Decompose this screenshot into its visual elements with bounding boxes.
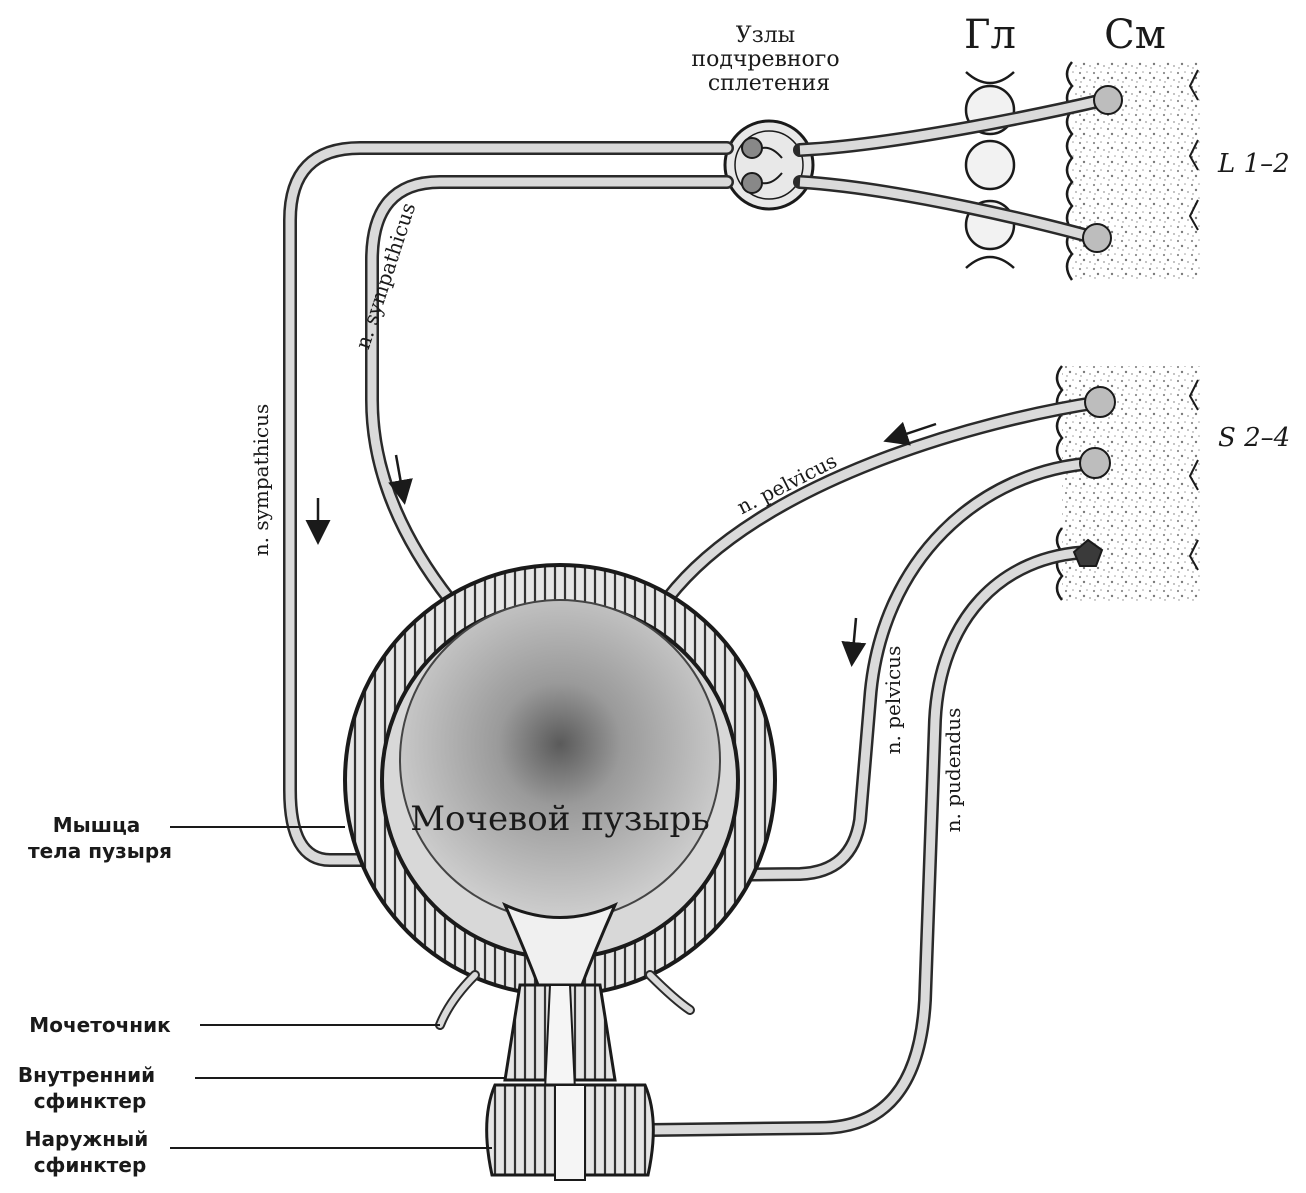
ureter-label: Мочеточник bbox=[29, 1013, 171, 1037]
external-sphincter bbox=[487, 1085, 654, 1180]
pelvic-nerve-sphincter-label: n. pelvicus bbox=[881, 646, 905, 755]
pelvic-nerve-to-bladder bbox=[668, 387, 1115, 598]
external-sphincter-line-1: Наружный bbox=[25, 1127, 148, 1151]
ganglion-chain-label: Гл bbox=[964, 12, 1016, 58]
bladder-label: Мочевой пузырь bbox=[410, 799, 710, 839]
internal-sphincter-label: Внутренний сфинктер bbox=[18, 1063, 162, 1113]
pudendal-nerve-label: n. pudendus bbox=[941, 708, 965, 833]
external-sphincter-label: Наружный сфинктер bbox=[25, 1127, 155, 1177]
sympathetic-nerve-outer-label: n. sympathicus bbox=[249, 404, 273, 557]
sympathetic-chain-ganglia bbox=[966, 72, 1014, 268]
segment-lumbar-label: L 1–2 bbox=[1217, 149, 1290, 179]
plexus-ganglia-line-3: сплетения bbox=[708, 71, 830, 96]
hypogastric-plexus-ganglia bbox=[725, 121, 813, 209]
bladder-muscle-label: Мышца тела пузыря bbox=[28, 813, 172, 863]
plexus-ganglia-label: Узлы подчревного сплетения bbox=[691, 23, 846, 96]
plexus-ganglia-line-1: Узлы bbox=[736, 23, 795, 48]
bladder bbox=[345, 565, 775, 995]
segment-sacral-label: S 2–4 bbox=[1218, 423, 1290, 453]
internal-sphincter-line-2: сфинктер bbox=[34, 1089, 147, 1113]
external-sphincter-line-2: сфинктер bbox=[34, 1153, 147, 1177]
sympathetic-nerve-inner-label: n. sympathicus bbox=[350, 200, 420, 352]
internal-sphincter bbox=[505, 985, 615, 1090]
plexus-ganglia-line-2: подчревного bbox=[691, 47, 839, 72]
internal-sphincter-line-1: Внутренний bbox=[18, 1063, 155, 1087]
sympathetic-nerve-inner bbox=[372, 182, 727, 600]
spinal-cord-label: См bbox=[1104, 12, 1166, 58]
bladder-muscle-line-1: Мышца bbox=[53, 813, 141, 837]
bladder-muscle-line-2: тела пузыря bbox=[28, 839, 172, 863]
